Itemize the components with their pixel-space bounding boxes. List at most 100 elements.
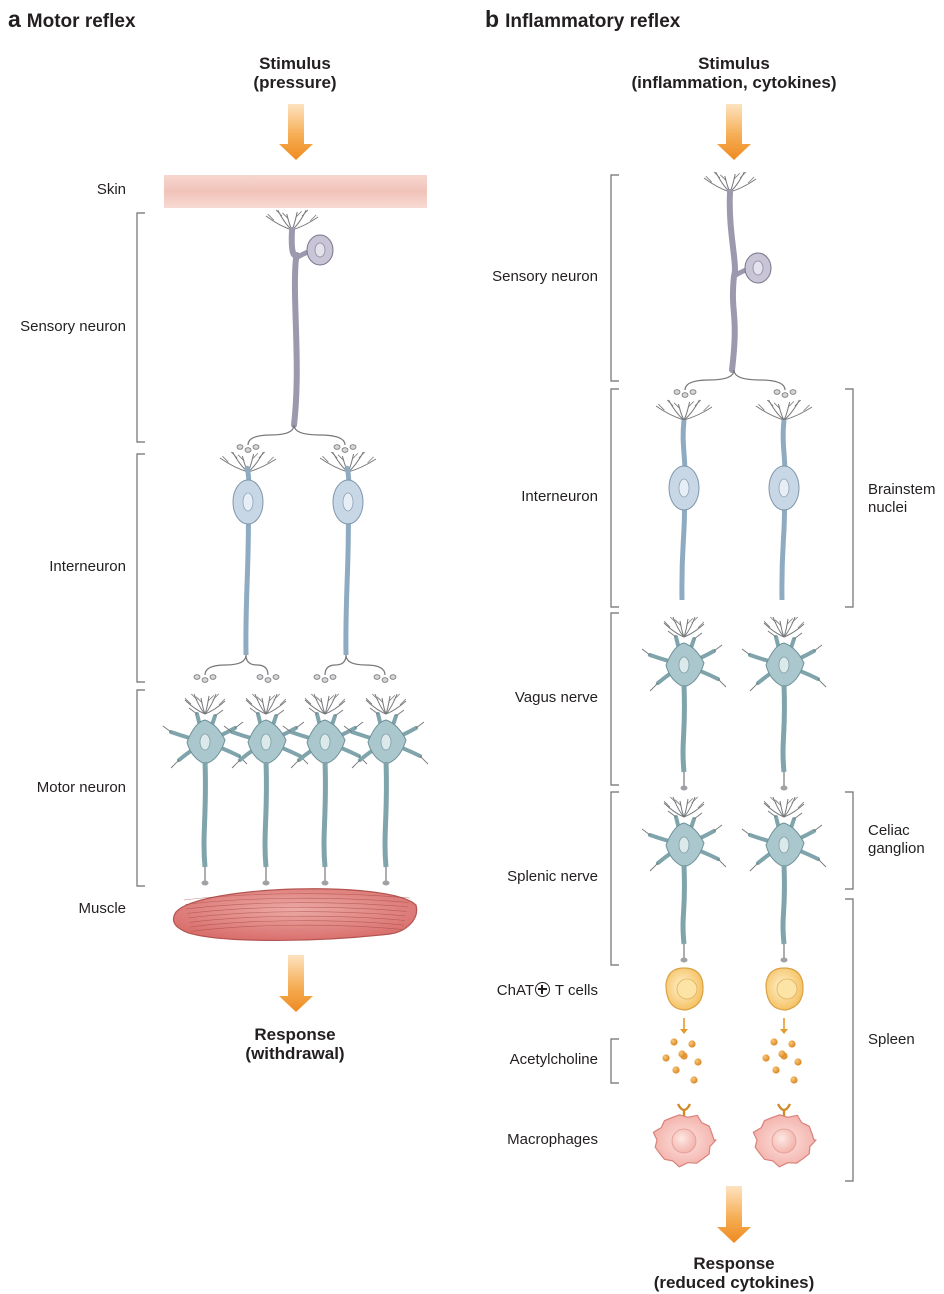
synaptic-knob xyxy=(782,393,788,398)
synaptic-knob xyxy=(253,445,259,450)
t-cell-nucleus xyxy=(777,979,797,999)
dendrite-tuft xyxy=(246,694,286,714)
acetylcholine-molecule xyxy=(662,1054,669,1061)
synaptic-knob xyxy=(257,675,263,680)
b-vagus-neuron-left xyxy=(642,617,726,791)
motor-nucleus xyxy=(381,734,391,750)
small-arrow-head xyxy=(780,1029,788,1034)
b-t-cell-left xyxy=(666,968,703,1010)
synaptic-knob xyxy=(237,445,243,450)
dendrite-tuft xyxy=(664,797,704,817)
acetylcholine-molecule xyxy=(762,1054,769,1061)
skin-layer xyxy=(164,175,427,208)
dendrite-tuft xyxy=(185,694,225,714)
a-motor-neuron-1 xyxy=(163,694,247,886)
synapse-knobs xyxy=(257,675,279,683)
motor-dendrite-twig xyxy=(794,633,802,639)
motor-dendrite-twig xyxy=(296,722,304,728)
interneuron-axon xyxy=(246,502,249,655)
motor-dendrite-twig xyxy=(718,859,726,867)
b-interneuron-right xyxy=(756,400,812,600)
label-b-interneuron: Interneuron xyxy=(440,488,598,505)
b-splenic-neuron-left xyxy=(642,797,726,963)
motor-dendrite-twig xyxy=(750,863,758,871)
bracket-celiac xyxy=(845,792,853,889)
small-arrow-head xyxy=(680,1029,688,1034)
muscle xyxy=(174,889,417,941)
motor-dendrite-twig xyxy=(335,710,343,716)
neuromuscular-junction xyxy=(202,881,209,886)
acetylcholine-molecule xyxy=(678,1050,685,1057)
synaptic-knob xyxy=(682,393,688,398)
celiac-line2: ganglion xyxy=(868,840,925,858)
label-acetylcholine: Acetylcholine xyxy=(440,1051,598,1068)
motor-dendrite-twig xyxy=(750,683,758,691)
neuromuscular-junction xyxy=(781,958,788,963)
synapse-knobs xyxy=(334,445,356,453)
motor-dendrite-twig xyxy=(650,863,658,871)
a-interneuron-right xyxy=(320,452,376,655)
motor-dendrite-twig xyxy=(694,633,702,639)
neuromuscular-junction xyxy=(263,881,270,886)
panel-b-response-line2: (reduced cytokines) xyxy=(620,1273,848,1292)
panel-a-letter: a xyxy=(8,6,21,32)
bracket-brainstem xyxy=(845,389,853,607)
axon-terminal xyxy=(314,655,396,682)
b-interneuron-left xyxy=(656,400,712,600)
bracket-b-vagus xyxy=(611,613,619,785)
label-brainstem-nuclei: Brainstem nuclei xyxy=(868,481,936,517)
motor-nucleus xyxy=(261,734,271,750)
label-splenic-nerve: Splenic nerve xyxy=(440,868,598,885)
acetylcholine-molecule xyxy=(670,1038,677,1045)
motor-dendrite-twig xyxy=(650,683,658,691)
terminal-branch xyxy=(734,370,785,390)
a-sensory-neuron xyxy=(266,210,333,425)
synaptic-knob xyxy=(690,390,696,395)
motor-dendrite-twig xyxy=(291,760,299,768)
panel-b-stimulus: Stimulus (inflammation, cytokines) xyxy=(600,54,868,92)
synaptic-knob xyxy=(314,675,320,680)
motor-axon xyxy=(783,685,784,772)
motor-dendrite-twig xyxy=(818,859,826,867)
a-motor-neuron-3 xyxy=(283,694,367,886)
motor-dendrite-twig xyxy=(163,726,171,732)
acetylcholine-molecule xyxy=(790,1076,797,1083)
response-arrow-b xyxy=(717,1186,751,1243)
acetylcholine-molecule xyxy=(672,1066,679,1073)
a-interneuron-left xyxy=(220,452,276,655)
motor-dendrite-twig xyxy=(694,813,702,819)
acetylcholine-molecule xyxy=(788,1040,795,1047)
motor-dendrite-twig xyxy=(714,825,722,831)
synapse-knobs xyxy=(194,675,216,683)
b-sensory-neuron xyxy=(704,172,771,370)
motor-dendrite-twig xyxy=(355,722,363,728)
neuromuscular-junction xyxy=(781,786,788,791)
a-motor-neuron-2 xyxy=(224,694,308,886)
dendrite-tuft xyxy=(664,617,704,637)
brainstem-line2: nuclei xyxy=(868,499,936,517)
synaptic-knob xyxy=(322,678,328,683)
synaptic-knob xyxy=(790,390,796,395)
motor-nucleus xyxy=(320,734,330,750)
synaptic-knob xyxy=(210,675,216,680)
bracket-spleen xyxy=(845,899,853,1181)
brainstem-line1: Brainstem xyxy=(868,481,936,499)
synapse-knobs xyxy=(237,445,259,453)
acetylcholine-molecule xyxy=(778,1050,785,1057)
stimulus-arrow-a xyxy=(279,104,313,160)
motor-dendrite-twig xyxy=(171,760,179,768)
interneuron-axon xyxy=(346,502,349,655)
acetylcholine-molecule xyxy=(772,1066,779,1073)
neuromuscular-junction xyxy=(681,958,688,963)
label-muscle: Muscle xyxy=(0,900,126,917)
synaptic-knob xyxy=(334,445,340,450)
motor-axon xyxy=(385,762,386,867)
motor-nucleus xyxy=(779,657,789,673)
label-a-sensory-neuron: Sensory neuron xyxy=(0,318,126,335)
panel-b-stimulus-line1: Stimulus xyxy=(600,54,868,73)
panel-b-response: Response (reduced cytokines) xyxy=(620,1254,848,1292)
b-macrophage-right xyxy=(753,1104,816,1167)
motor-axon xyxy=(265,762,266,867)
sensory-nucleus xyxy=(315,243,325,257)
macrophage-nucleus xyxy=(772,1129,796,1153)
